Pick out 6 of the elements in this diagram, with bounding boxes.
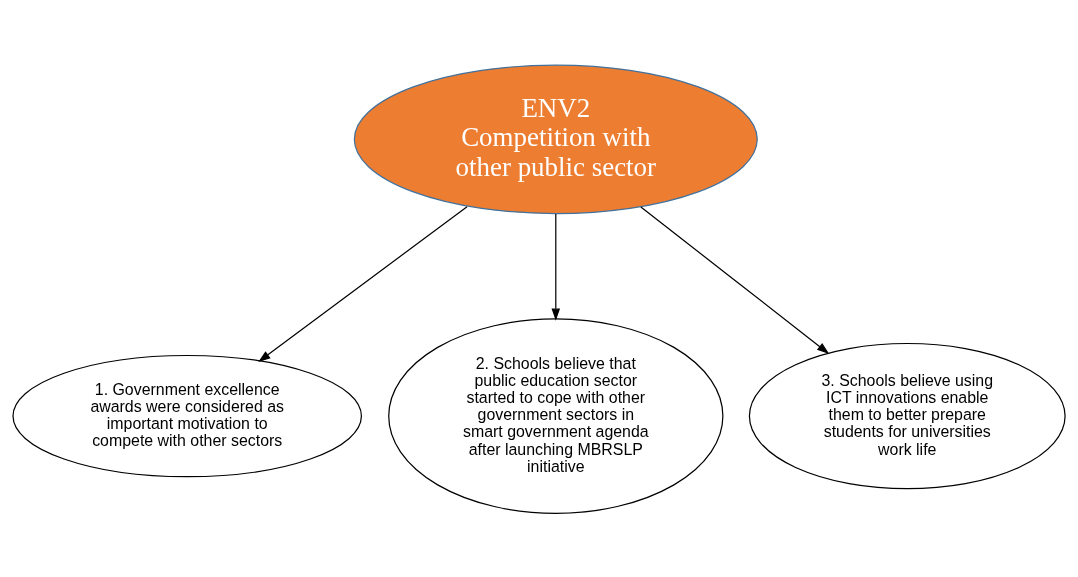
arrow	[640, 205, 830, 354]
node-ellipse: 1. Government excellence awards were considered as important motivation to compete with other sectors	[12, 354, 363, 477]
node-ellipse: 2. Schools believe that public education sector started to cope with other government sectors in smart government agenda after launching MBRSLP initiative	[388, 317, 724, 514]
arrow	[551, 213, 561, 321]
arrow	[258, 205, 468, 362]
node-ellipse: ENV2 Competition with other public sector	[353, 64, 758, 214]
